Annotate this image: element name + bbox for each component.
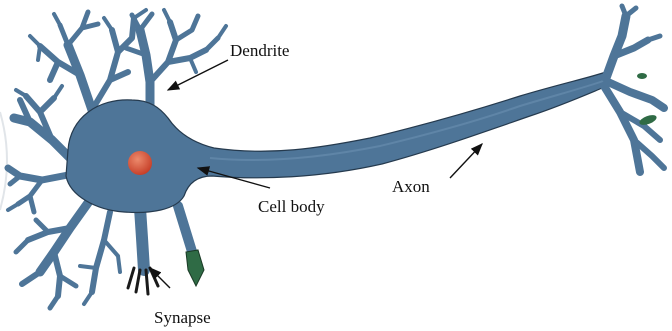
dendrite-label: Dendrite <box>230 41 289 60</box>
synapse-label: Synapse <box>154 308 211 327</box>
dendrite-arrow <box>168 60 228 90</box>
axon-arrow <box>450 144 482 178</box>
left-border-artifact <box>0 112 7 210</box>
cell-body-label: Cell body <box>258 197 325 216</box>
axon-terminals <box>604 6 664 172</box>
axon-label: Axon <box>392 177 430 196</box>
nucleus <box>128 151 152 175</box>
